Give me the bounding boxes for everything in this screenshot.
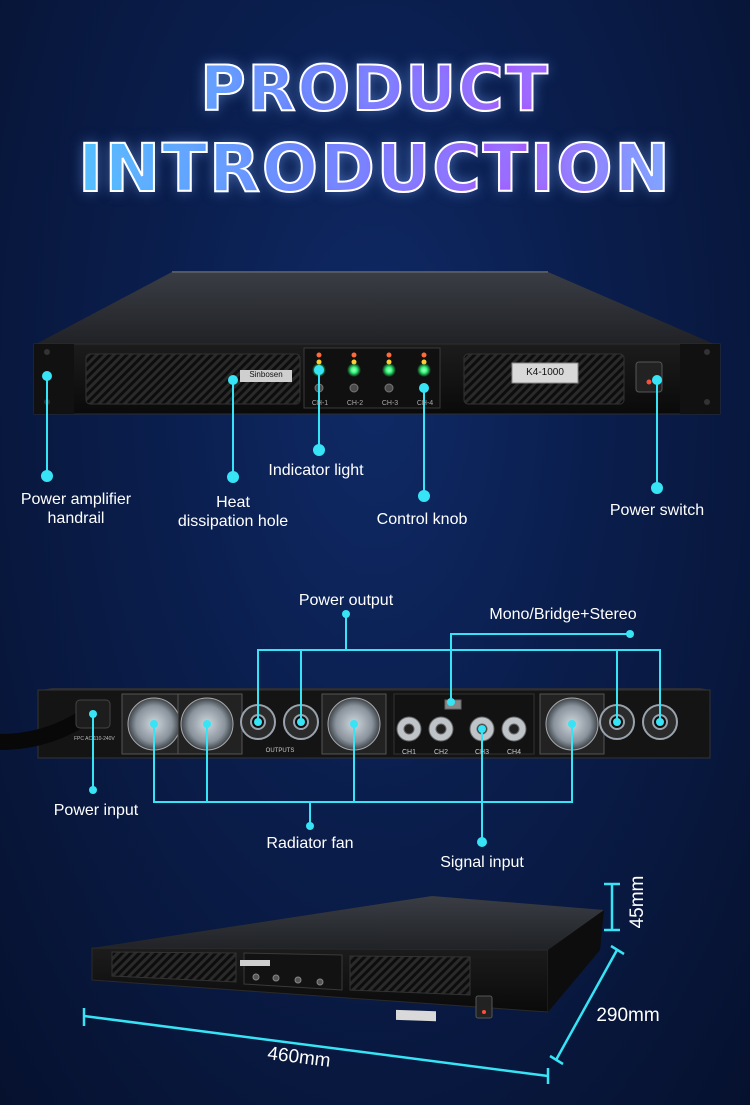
front-model-badge: K4-1000 — [526, 367, 564, 378]
page-title-line2: INTRODUCTION — [0, 129, 750, 208]
front-ch2-label: CH-2 — [346, 400, 364, 407]
label-mono-bridge-stereo: Mono/Bridge+Stereo — [489, 606, 637, 623]
front-callouts — [41, 365, 663, 502]
label-handrail: Power amplifier handrail — [20, 491, 132, 527]
front-ch4-label: CH-4 — [416, 400, 434, 407]
dimension-depth: 290mm — [596, 1005, 660, 1026]
label-indicator-light: Indicator light — [268, 462, 364, 479]
rear-callouts — [92, 614, 661, 842]
dimension-lines — [82, 882, 625, 1084]
rear-ch3-label: CH3 — [474, 749, 489, 756]
label-heat-dissipation: Heat dissipation hole — [177, 494, 289, 530]
dimension-height: 45mm — [627, 875, 648, 929]
rear-ch2-label: CH2 — [433, 749, 448, 756]
page-title-line1: PRODUCT — [0, 51, 750, 126]
label-power-switch: Power switch — [609, 502, 705, 519]
label-control-knob: Control knob — [376, 511, 468, 528]
rear-callout-dots — [89, 610, 664, 847]
heat-dissipation-vent-left — [85, 353, 301, 405]
rear-power-tag: FPC AC 110-240V — [74, 736, 115, 742]
label-power-input: Power input — [53, 802, 139, 819]
label-power-output: Power output — [298, 592, 394, 609]
front-amplifier — [33, 271, 721, 415]
perspective-amplifier — [91, 896, 604, 1022]
label-signal-input: Signal input — [440, 854, 524, 871]
rear-outputs-tag: OUTPUTS — [265, 748, 295, 754]
rear-ch4-label: CH4 — [506, 749, 521, 756]
rear-ch1-label: CH1 — [401, 749, 416, 756]
front-brand-badge: Sinbosen — [249, 370, 283, 379]
front-ch3-label: CH-3 — [381, 400, 399, 407]
front-ch1-label: CH-1 — [311, 400, 329, 407]
label-radiator-fan: Radiator fan — [266, 835, 354, 852]
